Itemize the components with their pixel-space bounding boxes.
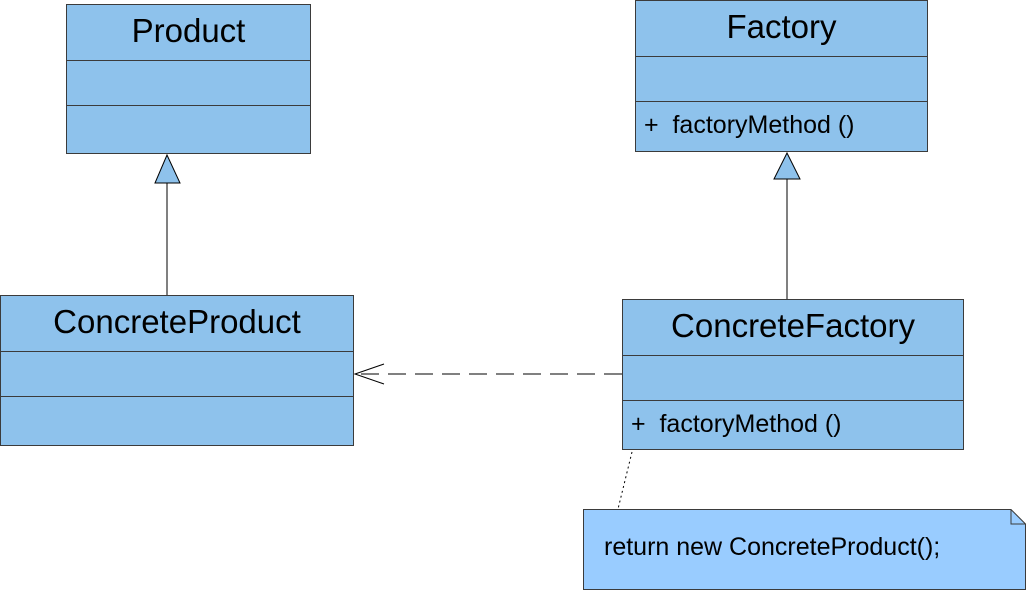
generalization-arrowhead-product [154,153,181,184]
dependency-arrowhead [353,363,385,385]
note[interactable]: return new ConcreteProduct(); [583,509,1026,590]
class-factory[interactable]: Factory + factoryMethod () [635,0,928,152]
class-concrete-product[interactable]: ConcreteProduct [0,295,354,446]
note-shape [583,509,1026,590]
operation-factory-method: + factoryMethod () [644,111,855,139]
class-product[interactable]: Product [66,4,311,154]
note-anchor-line [617,451,633,510]
generalization-arrowhead-factory [773,151,801,180]
attributes-compartment-concrete-product [1,352,353,397]
attributes-compartment-factory [636,57,927,102]
class-name-concrete-factory: ConcreteFactory [623,300,963,356]
attributes-compartment-product [67,61,310,106]
operation-concrete-factory-method: + factoryMethod () [631,410,842,438]
class-concrete-factory[interactable]: ConcreteFactory + factoryMethod () [622,299,964,450]
attributes-compartment-concrete-factory [623,356,963,401]
note-text: return new ConcreteProduct(); [604,533,941,561]
class-name-product: Product [67,5,310,61]
class-name-factory: Factory [636,1,927,57]
class-name-concrete-product: ConcreteProduct [1,296,353,352]
